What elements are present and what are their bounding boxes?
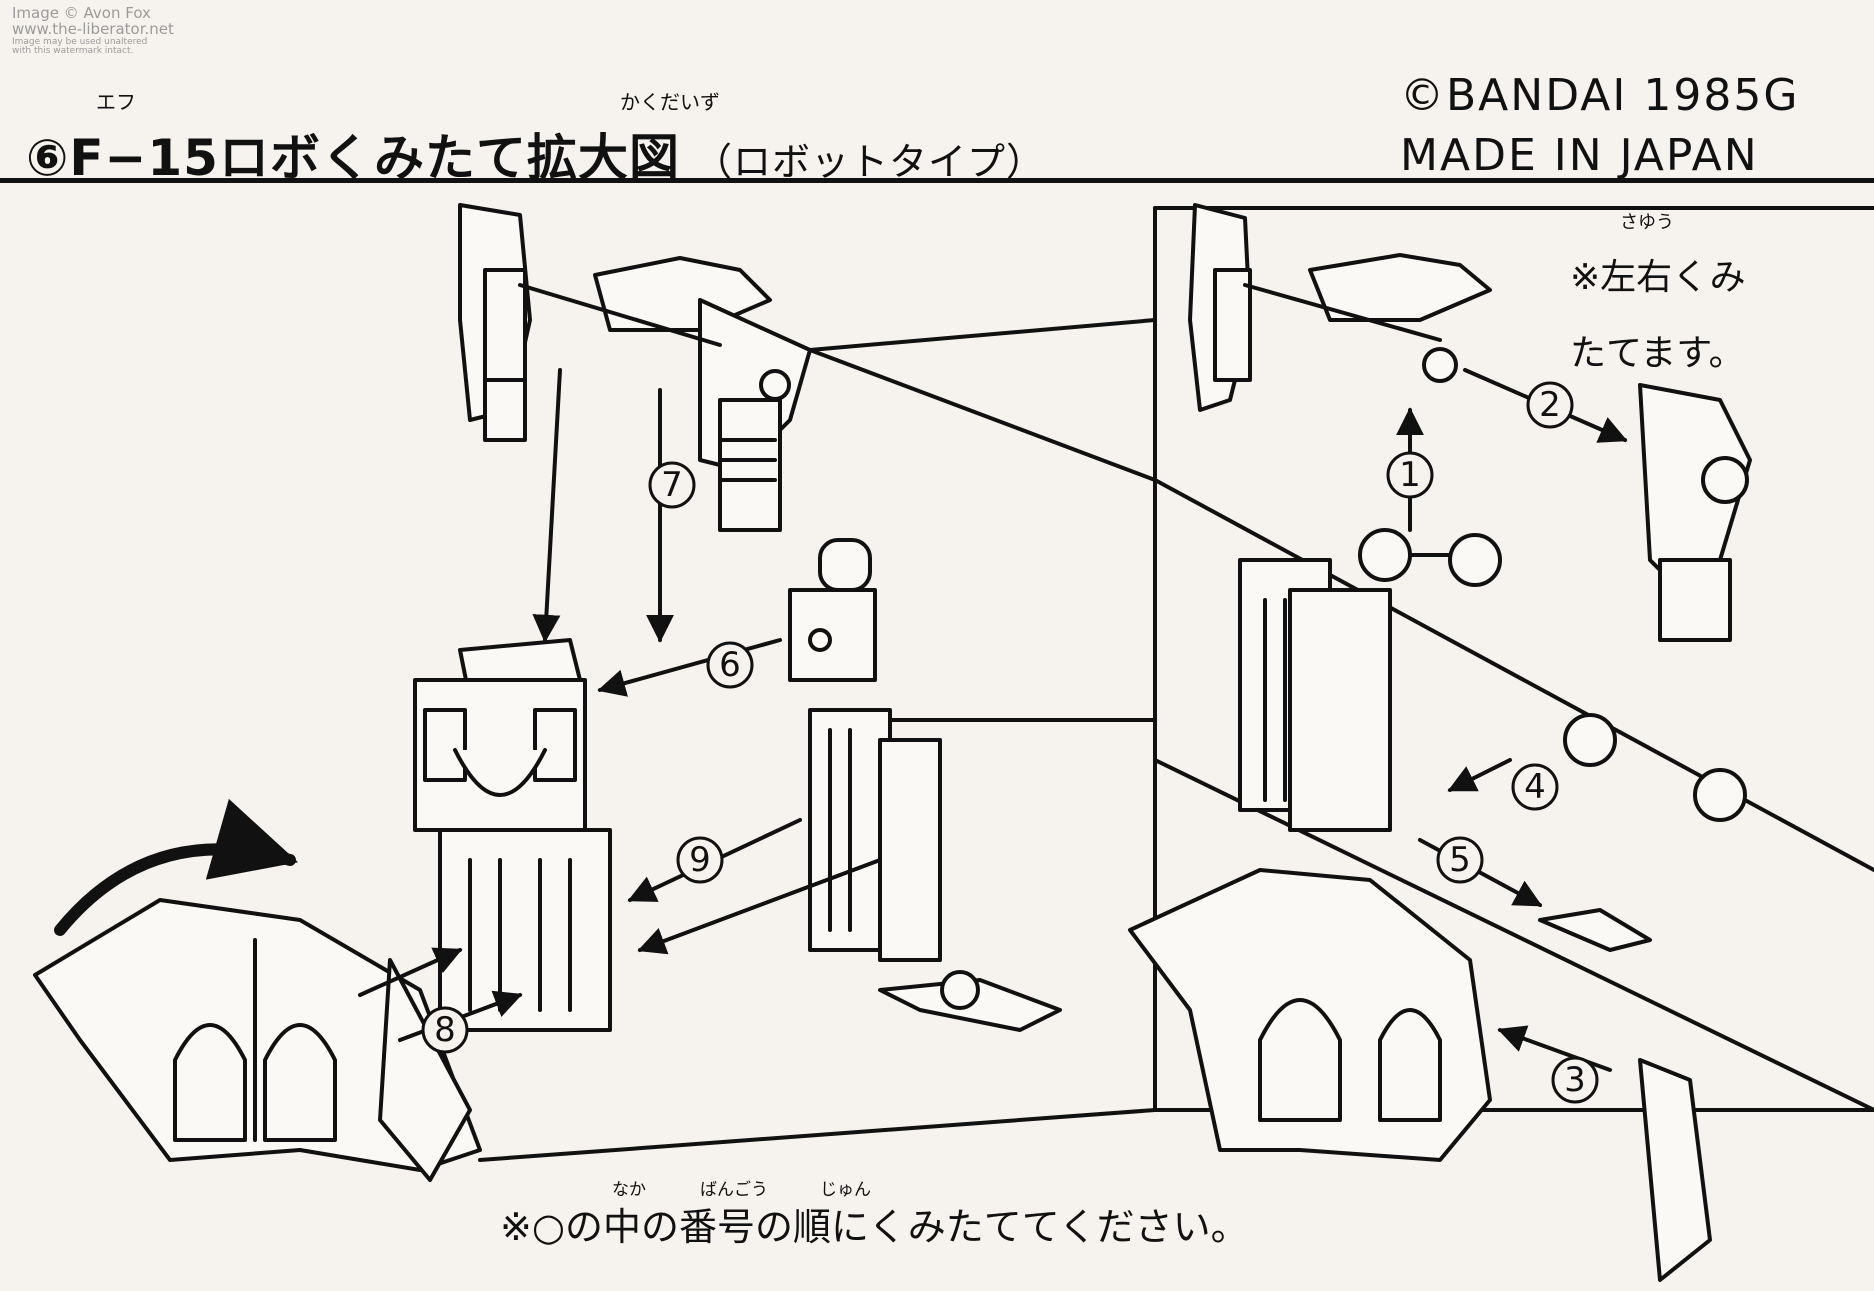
step-marker-8 — [421, 1006, 469, 1054]
step-label-5: 5 — [1449, 840, 1471, 880]
arrow-step-4 — [1447, 758, 1512, 792]
mirror-note-line-1: ※左右くみ — [1570, 257, 1746, 298]
step-marker-9 — [676, 836, 724, 884]
page-title: ⑥F−15ロボくみたて拡大図 （ロボットタイプ） — [26, 118, 1045, 190]
step-label-2: 2 — [1539, 385, 1561, 425]
step-marker-1 — [1386, 451, 1434, 499]
copyright-line: ©BANDAI 1985G — [1400, 70, 1800, 121]
arrow-step-8a — [358, 947, 463, 997]
step-label-9: 9 — [689, 840, 711, 880]
arrow-step-9b — [637, 858, 882, 955]
inset-divider-upper — [1153, 478, 1874, 872]
arrow-step-6 — [597, 638, 782, 697]
header-rule — [0, 178, 1874, 183]
step-label-3: 3 — [1564, 1060, 1586, 1100]
step-label-8: 8 — [434, 1010, 456, 1050]
inset-back-unit — [1128, 868, 1712, 1282]
title-ruby-ef: エフ — [96, 90, 136, 114]
mirror-note-line-2: たてます。 — [1570, 333, 1745, 374]
bottom-ruby-naka: なか — [612, 1180, 646, 1200]
assembly-order-note: ※○の中の番号の順にくみたててください。 — [500, 1205, 1249, 1249]
step-marker-6 — [706, 641, 754, 689]
step-labels: 1 2 3 4 5 6 7 8 9 — [434, 385, 1586, 1100]
step-label-7: 7 — [661, 465, 683, 505]
back-unit — [33, 898, 482, 1182]
arrow-step-7a — [532, 368, 562, 643]
watermark-credit: Image © Avon Fox — [12, 4, 151, 22]
step-marker-3 — [1551, 1056, 1599, 1104]
title-main: F−15ロボくみたて拡大図 — [69, 129, 680, 187]
watermark-url: www.the-liberator.net — [12, 19, 174, 38]
title-subtitle: （ロボットタイプ） — [693, 140, 1045, 184]
watermark-usage-2: with this watermark intact. — [12, 45, 134, 56]
callout-line-top-2 — [808, 348, 1157, 482]
step-markers — [421, 381, 1599, 1104]
copyright-block: ©BANDAI 1985G MADE IN JAPAN — [1400, 66, 1799, 186]
step-label-1: 1 — [1399, 455, 1421, 495]
title-ruby-kakudaizu: かくだいず — [620, 90, 720, 114]
chest-block — [413, 638, 612, 1032]
step-marker-7 — [648, 461, 696, 509]
title-step-number: ⑥ — [26, 129, 70, 187]
note-ruby-sayuu: さゆう — [1620, 212, 1674, 233]
rotate-arrow — [54, 798, 299, 936]
leg-mechanism — [808, 708, 1062, 1032]
mirror-note: ※左右くみ たてます。 — [1570, 240, 1746, 392]
inset-divider-lower — [1153, 758, 1874, 1112]
step-marker-4 — [1511, 763, 1559, 811]
inset-arm — [1188, 203, 1752, 642]
watermark-usage: Image may be used unaltered — [12, 36, 148, 47]
arm-assembly — [458, 203, 812, 532]
step-label-4: 4 — [1524, 767, 1546, 807]
step-label-6: 6 — [719, 645, 741, 685]
pilot-figure — [788, 538, 877, 682]
callout-line-top — [808, 318, 1157, 352]
step-marker-2 — [1526, 381, 1574, 429]
inset-leg — [1238, 558, 1747, 952]
arrow-step-3 — [1497, 1025, 1612, 1072]
watermark: Image © Avon Fox www.the-liberator.net I… — [12, 4, 174, 56]
made-in-line: MADE IN JAPAN — [1400, 130, 1759, 181]
bottom-ruby-bangou: ばんごう — [700, 1180, 768, 1200]
step-marker-5 — [1436, 836, 1484, 884]
callout-line-bottom — [478, 1108, 1157, 1162]
bottom-ruby-jun: じゅん — [820, 1180, 871, 1200]
